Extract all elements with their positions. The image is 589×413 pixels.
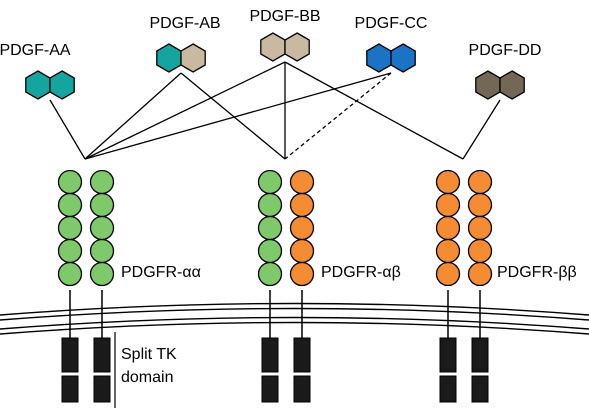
ligand-pdgf-dd: PDGF-DD bbox=[469, 42, 542, 100]
ig-domain bbox=[289, 261, 315, 287]
ig-domain bbox=[89, 169, 115, 195]
ig-domain bbox=[257, 215, 283, 241]
binding-line-pdgf-cc-1 bbox=[284, 72, 392, 160]
ig-domain bbox=[435, 238, 461, 264]
ig-domain bbox=[467, 215, 493, 241]
receptor-label: PDGFR-αα bbox=[121, 264, 201, 281]
ig-domain bbox=[435, 169, 461, 195]
kinase-domain-block bbox=[93, 337, 111, 373]
ig-domain bbox=[89, 261, 115, 287]
binding-line-pdgf-ab-1 bbox=[180, 72, 286, 160]
ligand-pdgf-ab: PDGF-AB bbox=[149, 15, 221, 73]
kinase-domain-block bbox=[439, 337, 457, 373]
ligand-label: PDGF-BB bbox=[249, 8, 320, 25]
kinase-label-line1: Split TK bbox=[121, 346, 177, 363]
receptor-label: PDGFR-αβ bbox=[321, 264, 401, 281]
ig-domain bbox=[89, 192, 115, 218]
ligand-monomer bbox=[49, 70, 75, 100]
kinase-domain-block bbox=[261, 375, 279, 403]
kinase-domain-block bbox=[61, 375, 79, 403]
ig-domain bbox=[435, 192, 461, 218]
ig-domain bbox=[57, 192, 83, 218]
ig-domain bbox=[289, 169, 315, 195]
binding-line-pdgf-bb-0 bbox=[84, 61, 286, 160]
receptor-2: PDGFR-ββ bbox=[435, 169, 577, 403]
binding-line-pdgf-dd-2 bbox=[462, 99, 501, 160]
binding-line-pdgf-ab-0 bbox=[84, 72, 182, 160]
ligand-monomer bbox=[366, 43, 392, 73]
ig-domain bbox=[57, 169, 83, 195]
ligand-monomer bbox=[25, 70, 51, 100]
ligand-group: PDGF-AA PDGF-AB PDGF-BB PDGF-CC PDGF-DD bbox=[0, 8, 542, 100]
receptor-group: PDGFR-αα PDGFR-αβ PDGFR-ββ bbox=[57, 169, 577, 403]
kinase-label-line2: domain bbox=[121, 369, 173, 386]
binding-line-pdgf-cc-0 bbox=[84, 72, 392, 160]
ig-domain bbox=[435, 261, 461, 287]
cell-membrane bbox=[0, 302, 589, 335]
ig-domain bbox=[257, 169, 283, 195]
ig-domain bbox=[57, 238, 83, 264]
binding-line-pdgf-bb-2 bbox=[284, 61, 464, 160]
ig-domain bbox=[89, 238, 115, 264]
kinase-domain-block bbox=[439, 375, 457, 403]
ligand-pdgf-aa: PDGF-AA bbox=[0, 42, 75, 100]
receptor-label: PDGFR-ββ bbox=[497, 264, 577, 281]
receptor-1: PDGFR-αβ bbox=[257, 169, 401, 403]
ligand-label: PDGF-CC bbox=[355, 15, 428, 32]
ligand-monomer bbox=[156, 43, 182, 73]
ig-domain bbox=[257, 192, 283, 218]
ligand-monomer bbox=[284, 32, 310, 62]
binding-line-pdgf-aa-0 bbox=[49, 99, 86, 160]
ig-domain bbox=[435, 215, 461, 241]
ig-domain bbox=[257, 261, 283, 287]
kinase-domain-block bbox=[293, 337, 311, 373]
kinase-domain-block bbox=[261, 337, 279, 373]
ig-domain bbox=[289, 192, 315, 218]
ligand-monomer bbox=[180, 43, 206, 73]
kinase-domain-block bbox=[61, 337, 79, 373]
ig-domain bbox=[89, 215, 115, 241]
ligand-monomer bbox=[260, 32, 286, 62]
ligand-label: PDGF-AB bbox=[149, 15, 220, 32]
ig-domain bbox=[57, 215, 83, 241]
ig-domain bbox=[467, 169, 493, 195]
ig-domain bbox=[467, 238, 493, 264]
kinase-domain-block bbox=[293, 375, 311, 403]
ig-domain bbox=[467, 192, 493, 218]
kinase-domain-block bbox=[471, 337, 489, 373]
ligand-monomer bbox=[475, 70, 501, 100]
ligand-monomer bbox=[499, 70, 525, 100]
binding-lines bbox=[49, 61, 501, 160]
ligand-pdgf-bb: PDGF-BB bbox=[249, 8, 321, 62]
ligand-label: PDGF-AA bbox=[0, 42, 71, 59]
ig-domain bbox=[289, 238, 315, 264]
receptor-0: PDGFR-αα bbox=[57, 169, 201, 403]
ig-domain bbox=[57, 261, 83, 287]
ligand-monomer bbox=[390, 43, 416, 73]
kinase-domain-block bbox=[471, 375, 489, 403]
ig-domain bbox=[289, 215, 315, 241]
ig-domain bbox=[257, 238, 283, 264]
ligand-pdgf-cc: PDGF-CC bbox=[355, 15, 428, 73]
ig-domain bbox=[467, 261, 493, 287]
kinase-domain-block bbox=[93, 375, 111, 403]
ligand-label: PDGF-DD bbox=[469, 42, 542, 59]
